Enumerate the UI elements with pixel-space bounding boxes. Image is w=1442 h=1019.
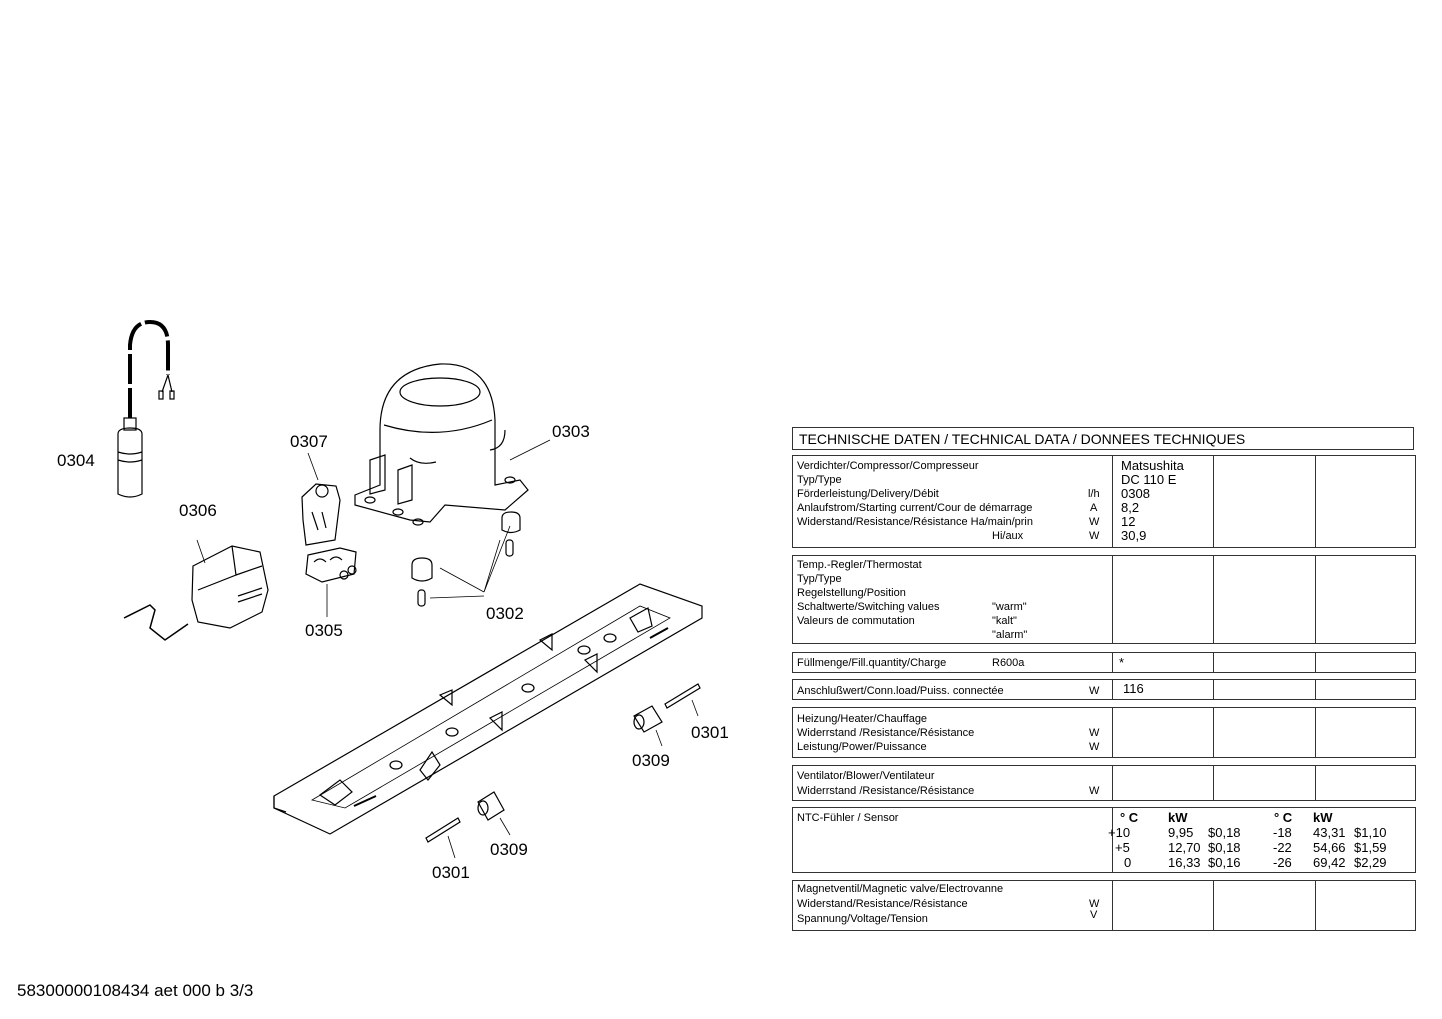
ntc-cost: $0,18 — [1208, 825, 1241, 840]
resistance-aux-label: Hi/aux — [992, 530, 1024, 542]
resistance-aux-value: 30,9 — [1121, 528, 1147, 543]
valve-resistance-unit: W — [1089, 898, 1100, 910]
callout-0309-right: 0309 — [632, 751, 670, 770]
part-0304-capacitor — [117, 319, 175, 498]
valve-voltage-unit: V — [1090, 909, 1098, 921]
refrigerant: R600a — [992, 657, 1025, 669]
resistance-main-value: 12 — [1121, 514, 1136, 529]
connected-load-label: Anschlußwert/Conn.load/Puiss. connectée — [797, 685, 1004, 697]
ntc-kw: 16,33 — [1168, 855, 1201, 870]
part-0305-overload — [305, 547, 357, 617]
blower-resistance-label: Widerrstand /Resistance/Résistance — [797, 785, 975, 797]
fill-quantity-value: * — [1119, 655, 1125, 670]
compressor-type-label: Typ/Type — [797, 474, 842, 486]
part-0301-pin-right — [664, 683, 701, 717]
ntc-kw: 12,70 — [1168, 840, 1201, 855]
valve-resistance-label: Widerstand/Resistance/Résistance — [797, 898, 968, 910]
valve-label: Magnetventil/Magnetic valve/Electrovanne — [797, 883, 1004, 895]
part-0302-grommets — [411, 511, 521, 607]
starting-current-unit: A — [1090, 502, 1098, 514]
part-0309-bushing-left — [477, 791, 511, 836]
ntc-sensor-block: NTC-Fühler / Sensor ° C kW +10 9,95 $0,1… — [792, 807, 1416, 873]
heater-resistance-label: Widerrstand /Resistance/Résistance — [797, 727, 975, 739]
thermostat-type-label: Typ/Type — [797, 573, 842, 585]
callout-0309-left: 0309 — [490, 840, 528, 859]
callout-0307: 0307 — [290, 432, 328, 451]
connected-load-unit: W — [1089, 685, 1100, 697]
fill-quantity-label: Füllmenge/Fill.quantity/Charge — [797, 657, 947, 669]
resistance-main-unit: W — [1089, 516, 1100, 528]
ntc-cost: $1,10 — [1354, 825, 1387, 840]
starting-current-value: 8,2 — [1121, 500, 1140, 515]
ntc-head-kw-left: kW — [1168, 810, 1188, 825]
switching-values-label: Schaltwerte/Switching values — [797, 601, 940, 613]
position-label: Regelstellung/Position — [797, 587, 906, 599]
callout-0301-left: 0301 — [432, 863, 470, 882]
valve-voltage-label: Spannung/Voltage/Tension — [797, 913, 928, 925]
part-base-plate — [273, 583, 703, 835]
blower-resistance-unit: W — [1089, 785, 1100, 797]
heater-power-unit: W — [1089, 741, 1100, 753]
callout-0301-right: 0301 — [691, 723, 729, 742]
ntc-cost: $2,29 — [1354, 855, 1387, 870]
callout-0305: 0305 — [305, 621, 343, 640]
compressor-block: Verdichter/Compressor/Compresseur Typ/Ty… — [792, 455, 1416, 548]
commutation-label: Valeurs de commutation — [797, 615, 915, 627]
ntc-head-kw-right: kW — [1313, 810, 1333, 825]
ntc-temp: -18 — [1273, 825, 1292, 840]
part-0309-bushing-right — [633, 705, 663, 747]
resistance-main-label: Widerstand/Resistance/Résistance Ha/main… — [797, 516, 1033, 528]
callout-0304: 0304 — [57, 451, 95, 470]
ntc-head-c-right: ° C — [1274, 810, 1293, 825]
part-0301-pin-left — [425, 817, 461, 859]
heater-label: Heizung/Heater/Chauffage — [797, 713, 928, 725]
starting-current-label: Anlaufstrom/Starting current/Cour de dém… — [797, 502, 1033, 514]
part-0307-relay — [301, 452, 341, 546]
compressor-type: DC 110 E — [1121, 472, 1177, 487]
callout-0306: 0306 — [179, 501, 217, 520]
ntc-head-c-left: ° C — [1120, 810, 1139, 825]
magnetic-valve-block: Magnetventil/Magnetic valve/Electrovanne… — [792, 880, 1416, 931]
ntc-temp: -22 — [1273, 840, 1292, 855]
blower-block: Ventilator/Blower/Ventilateur Widerrstan… — [792, 765, 1416, 801]
ntc-temp: +10 — [1108, 825, 1131, 840]
ntc-kw: 9,95 — [1168, 825, 1194, 840]
part-0303-compressor — [354, 363, 551, 526]
callout-0302: 0302 — [486, 604, 524, 623]
delivery-label: Förderleistung/Delivery/Débit — [797, 488, 939, 500]
document-id: 58300000108434 aet 000 b 3/3 — [17, 981, 254, 1000]
ntc-sensor-label: NTC-Fühler / Sensor — [797, 812, 899, 824]
heater-block: Heizung/Heater/Chauffage Widerrstand /Re… — [792, 707, 1416, 758]
connected-load-value: 116 — [1123, 681, 1144, 696]
thermostat-label: Temp.-Regler/Thermostat — [797, 559, 922, 571]
switching-kalt: "kalt" — [992, 615, 1017, 627]
ntc-kw: 43,31 — [1313, 825, 1346, 840]
delivery-value: 0308 — [1121, 486, 1150, 501]
exploded-parts-drawing — [117, 319, 703, 859]
ntc-temp: -26 — [1273, 855, 1292, 870]
part-0306-cover — [123, 539, 269, 641]
compressor-make: Matsushita — [1121, 458, 1184, 473]
ntc-cost: $0,18 — [1208, 840, 1241, 855]
ntc-kw: 69,42 — [1313, 855, 1346, 870]
ntc-temp: 0 — [1124, 855, 1132, 870]
heater-power-label: Leistung/Power/Puissance — [797, 741, 927, 753]
blower-label: Ventilator/Blower/Ventilateur — [797, 770, 935, 782]
ntc-values: ° C kW +10 9,95 $0,18 +5 12,70 $0,18 0 1… — [1108, 808, 1417, 872]
connected-load-block: Anschlußwert/Conn.load/Puiss. connectée … — [792, 679, 1416, 700]
ntc-cost: $0,16 — [1208, 855, 1241, 870]
thermostat-block: Temp.-Regler/Thermostat Typ/Type Regelst… — [792, 555, 1416, 644]
delivery-unit: l/h — [1088, 488, 1100, 500]
technical-data-title: TECHNISCHE DATEN / TECHNICAL DATA / DONN… — [792, 427, 1414, 450]
compressor-label: Verdichter/Compressor/Compresseur — [797, 460, 979, 472]
ntc-temp: +5 — [1115, 840, 1130, 855]
ntc-kw: 54,66 — [1313, 840, 1346, 855]
switching-alarm: "alarm" — [992, 629, 1028, 641]
heater-resistance-unit: W — [1089, 727, 1100, 739]
resistance-aux-unit: W — [1089, 530, 1100, 542]
callout-0303: 0303 — [552, 422, 590, 441]
switching-warm: "warm" — [992, 601, 1027, 613]
fill-quantity-block: Füllmenge/Fill.quantity/Charge R600a * — [792, 652, 1416, 673]
ntc-cost: $1,59 — [1354, 840, 1387, 855]
